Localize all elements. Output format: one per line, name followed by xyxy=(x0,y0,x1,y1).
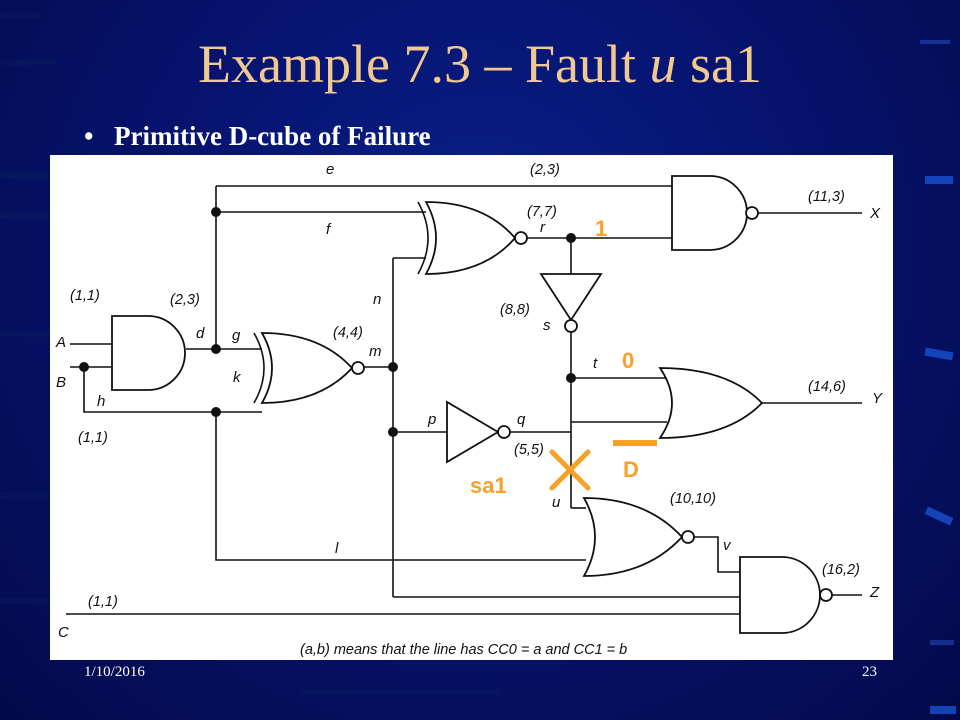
net-label-d: d xyxy=(196,325,205,342)
junction-dots xyxy=(79,207,576,437)
cc-label-a: (1,1) xyxy=(70,288,100,304)
bullet-glyph: • xyxy=(84,121,94,151)
or-gate-y xyxy=(658,367,764,439)
output-label-z: Z xyxy=(869,584,880,601)
value-annotation-u: D xyxy=(623,457,639,482)
bullet-item: • Primitive D-cube of Failure xyxy=(84,118,431,154)
cc-label-m: (4,4) xyxy=(333,325,363,341)
title-fault-variable: u xyxy=(649,34,677,94)
net-label-f: f xyxy=(326,221,332,238)
circuit-legend: (a,b) means that the line has CC0 = a an… xyxy=(300,642,627,658)
xnor-gate-r xyxy=(417,201,528,275)
circuit-panel: e f r s t u v n m d g k h p q l A B C X … xyxy=(50,155,893,660)
cc-label-s: (8,8) xyxy=(500,302,530,318)
net-label-p: p xyxy=(427,411,436,428)
net-label-l: l xyxy=(335,540,339,557)
cc-label-v: (10,10) xyxy=(670,491,716,507)
net-label-u: u xyxy=(552,494,561,511)
title-main-text: Example 7.3 – Fault xyxy=(198,34,650,94)
cc-label-b: (1,1) xyxy=(78,430,108,446)
net-label-q: q xyxy=(517,411,526,428)
cc-label-z: (16,2) xyxy=(822,562,860,578)
net-label-r: r xyxy=(540,219,546,236)
slide-title: Example 7.3 – Fault u sa1 xyxy=(0,32,960,96)
cc-label-c: (1,1) xyxy=(88,594,118,610)
net-label-h: h xyxy=(97,393,105,410)
net-label-e: e xyxy=(326,161,334,178)
output-label-x: X xyxy=(869,205,881,222)
net-label-v: v xyxy=(723,537,732,554)
and-gate-ab xyxy=(111,315,186,391)
circuit-diagram: e f r s t u v n m d g k h p q l A B C X … xyxy=(55,161,883,658)
net-label-m: m xyxy=(369,343,382,360)
cc-label-q: (5,5) xyxy=(514,442,544,458)
nand-gate-z xyxy=(739,556,833,634)
inverter-s xyxy=(539,273,603,333)
value-annotation-r: 1 xyxy=(595,216,607,241)
bullet-text: Primitive D-cube of Failure xyxy=(114,121,431,151)
cc-label-e: (2,3) xyxy=(530,162,560,178)
footer-date: 1/10/2016 xyxy=(84,664,145,680)
net-label-k: k xyxy=(233,369,242,386)
net-label-n: n xyxy=(373,291,381,308)
cc-label-d: (2,3) xyxy=(170,292,200,308)
value-annotation-t: 0 xyxy=(622,348,634,373)
footer-page-number: 23 xyxy=(862,664,877,680)
output-label-y: Y xyxy=(872,390,883,407)
input-label-b: B xyxy=(56,374,66,391)
cc-label-y: (14,6) xyxy=(808,379,846,395)
nand-gate-x xyxy=(671,175,759,251)
nor-gate-v xyxy=(582,497,695,577)
input-label-c: C xyxy=(58,624,69,641)
net-label-s: s xyxy=(543,317,551,334)
net-label-g: g xyxy=(232,327,241,344)
xnor-gate-m xyxy=(253,332,365,404)
title-tail-text: sa1 xyxy=(676,34,762,94)
input-label-a: A xyxy=(55,334,66,351)
cc-label-x: (11,3) xyxy=(808,189,845,205)
inverter-q xyxy=(446,400,511,464)
net-label-t: t xyxy=(593,355,598,372)
fault-x-mark xyxy=(549,449,591,491)
fault-annotation: sa1 xyxy=(470,473,507,498)
cc-label-r: (7,7) xyxy=(527,204,557,220)
